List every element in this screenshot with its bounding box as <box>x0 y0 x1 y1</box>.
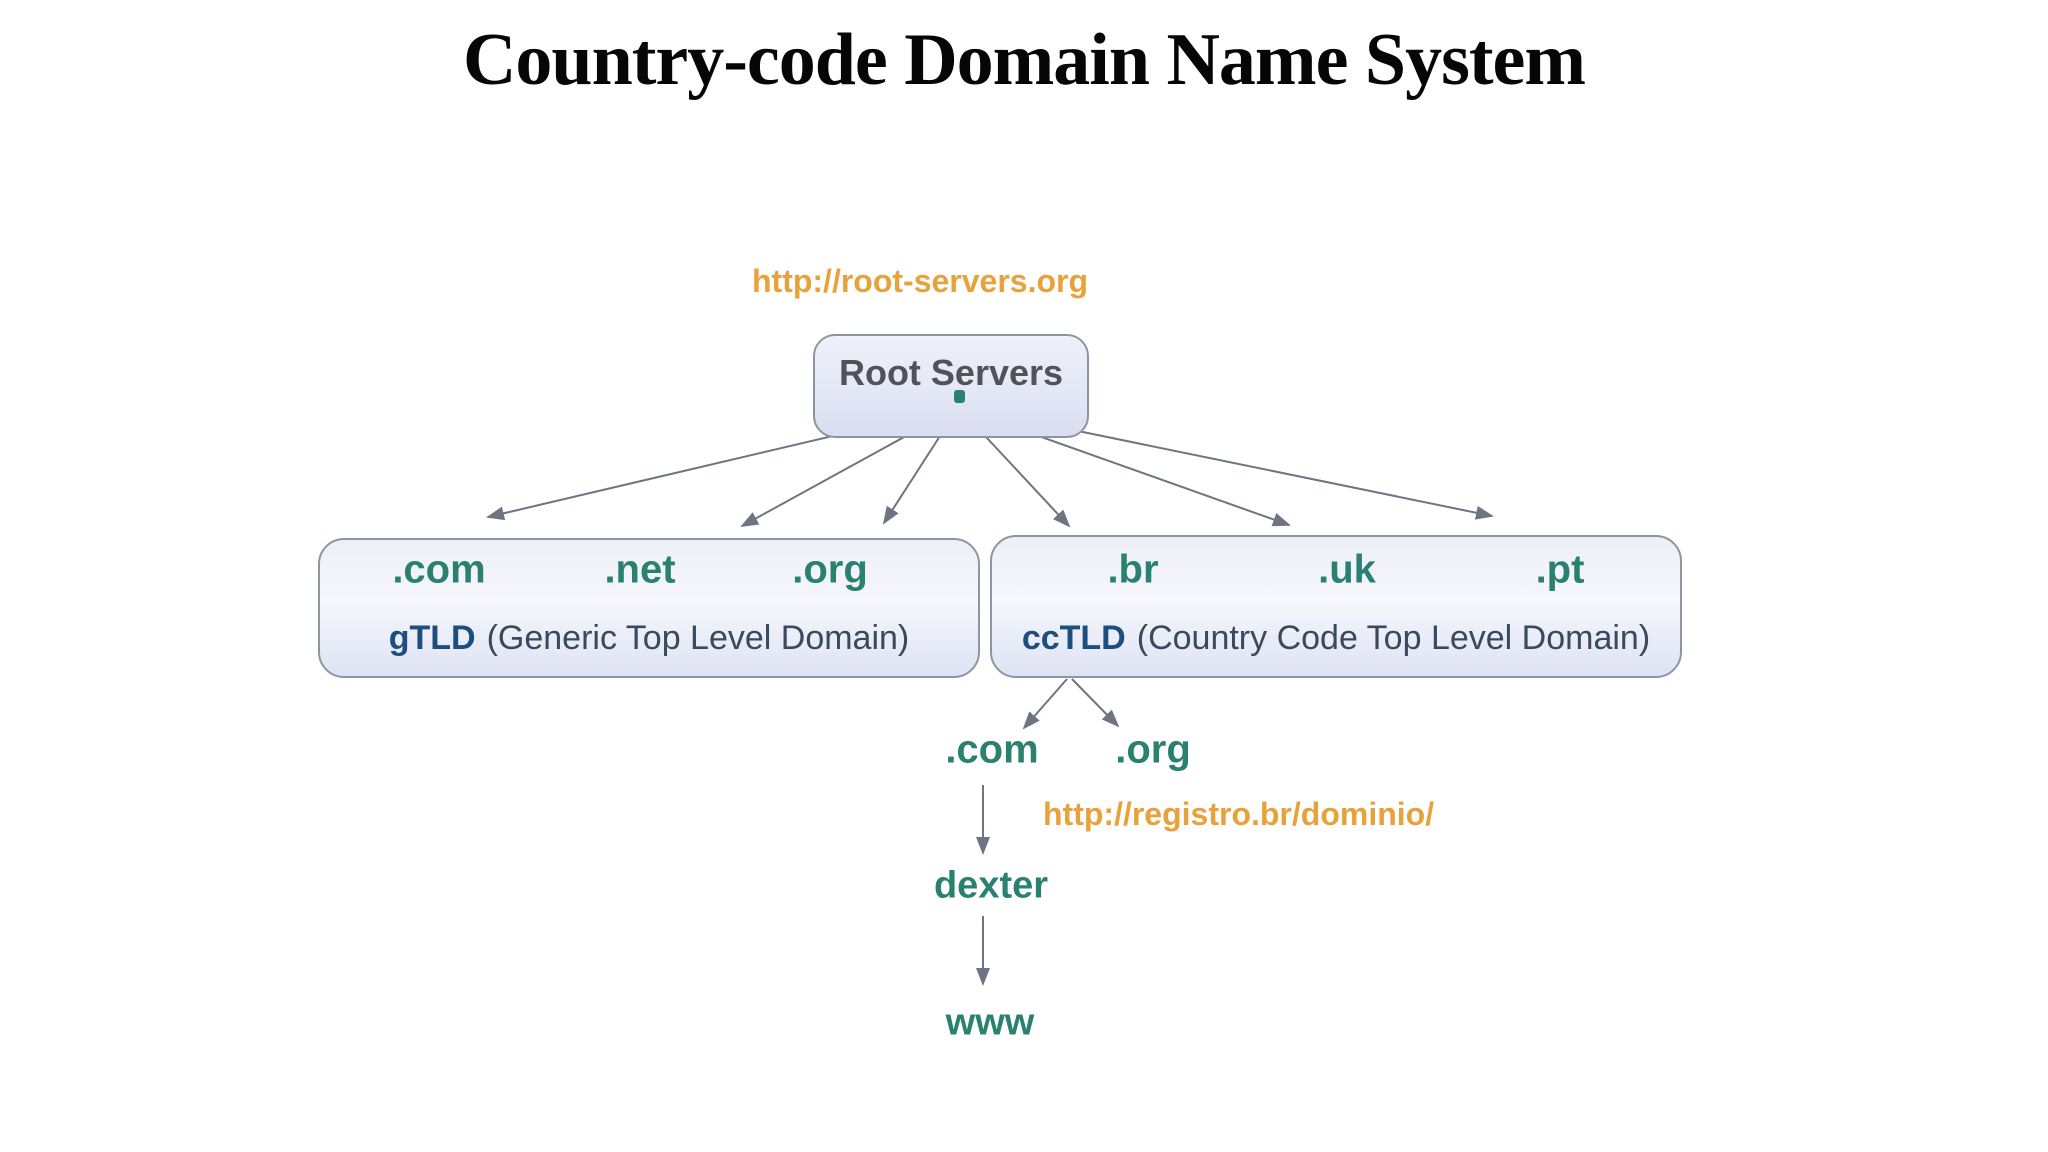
cctld-domain-pt: .pt <box>1535 547 1585 592</box>
cctld-domain-br: .br <box>1107 547 1159 592</box>
gtld-domain-org: .org <box>792 547 868 592</box>
page-title: Country-code Domain Name System <box>462 19 1586 101</box>
gtld-domain-com: .com <box>392 547 486 592</box>
registro-br-url: http://registro.br/dominio/ <box>1043 796 1435 832</box>
br-zone-domain-org: .org <box>1115 727 1191 772</box>
subdomain-www-label: www <box>945 1001 1035 1044</box>
root-servers-url: http://root-servers.org <box>751 263 1089 299</box>
gtld-caption: gTLD (Generic Top Level Domain) <box>320 619 978 658</box>
arrow-cctld-to-org <box>1071 678 1120 728</box>
cctld-caption: ccTLD (Country Code Top Level Domain) <box>992 619 1680 658</box>
gtld-desc: (Generic Top Level Domain) <box>486 619 910 657</box>
root-dot <box>954 390 965 403</box>
cctld-box: .br .uk .pt ccTLD (Country Code Top Leve… <box>990 535 1682 678</box>
arrow-cctld-to-com <box>1022 678 1068 730</box>
root-servers-label: Root Servers <box>838 352 1064 393</box>
gtld-domain-net: .net <box>604 547 676 592</box>
gtld-box: .com .net .org gTLD (Generic Top Level D… <box>318 538 980 678</box>
cctld-abbr: ccTLD <box>1021 619 1126 657</box>
host-dexter-label: dexter <box>933 864 1049 907</box>
gtld-abbr: gTLD <box>388 619 476 657</box>
br-zone-domain-com: .com <box>945 727 1039 772</box>
root-servers-box: Root Servers <box>813 334 1089 438</box>
cctld-desc: (Country Code Top Level Domain) <box>1136 619 1651 657</box>
cctld-domain-uk: .uk <box>1318 547 1376 592</box>
